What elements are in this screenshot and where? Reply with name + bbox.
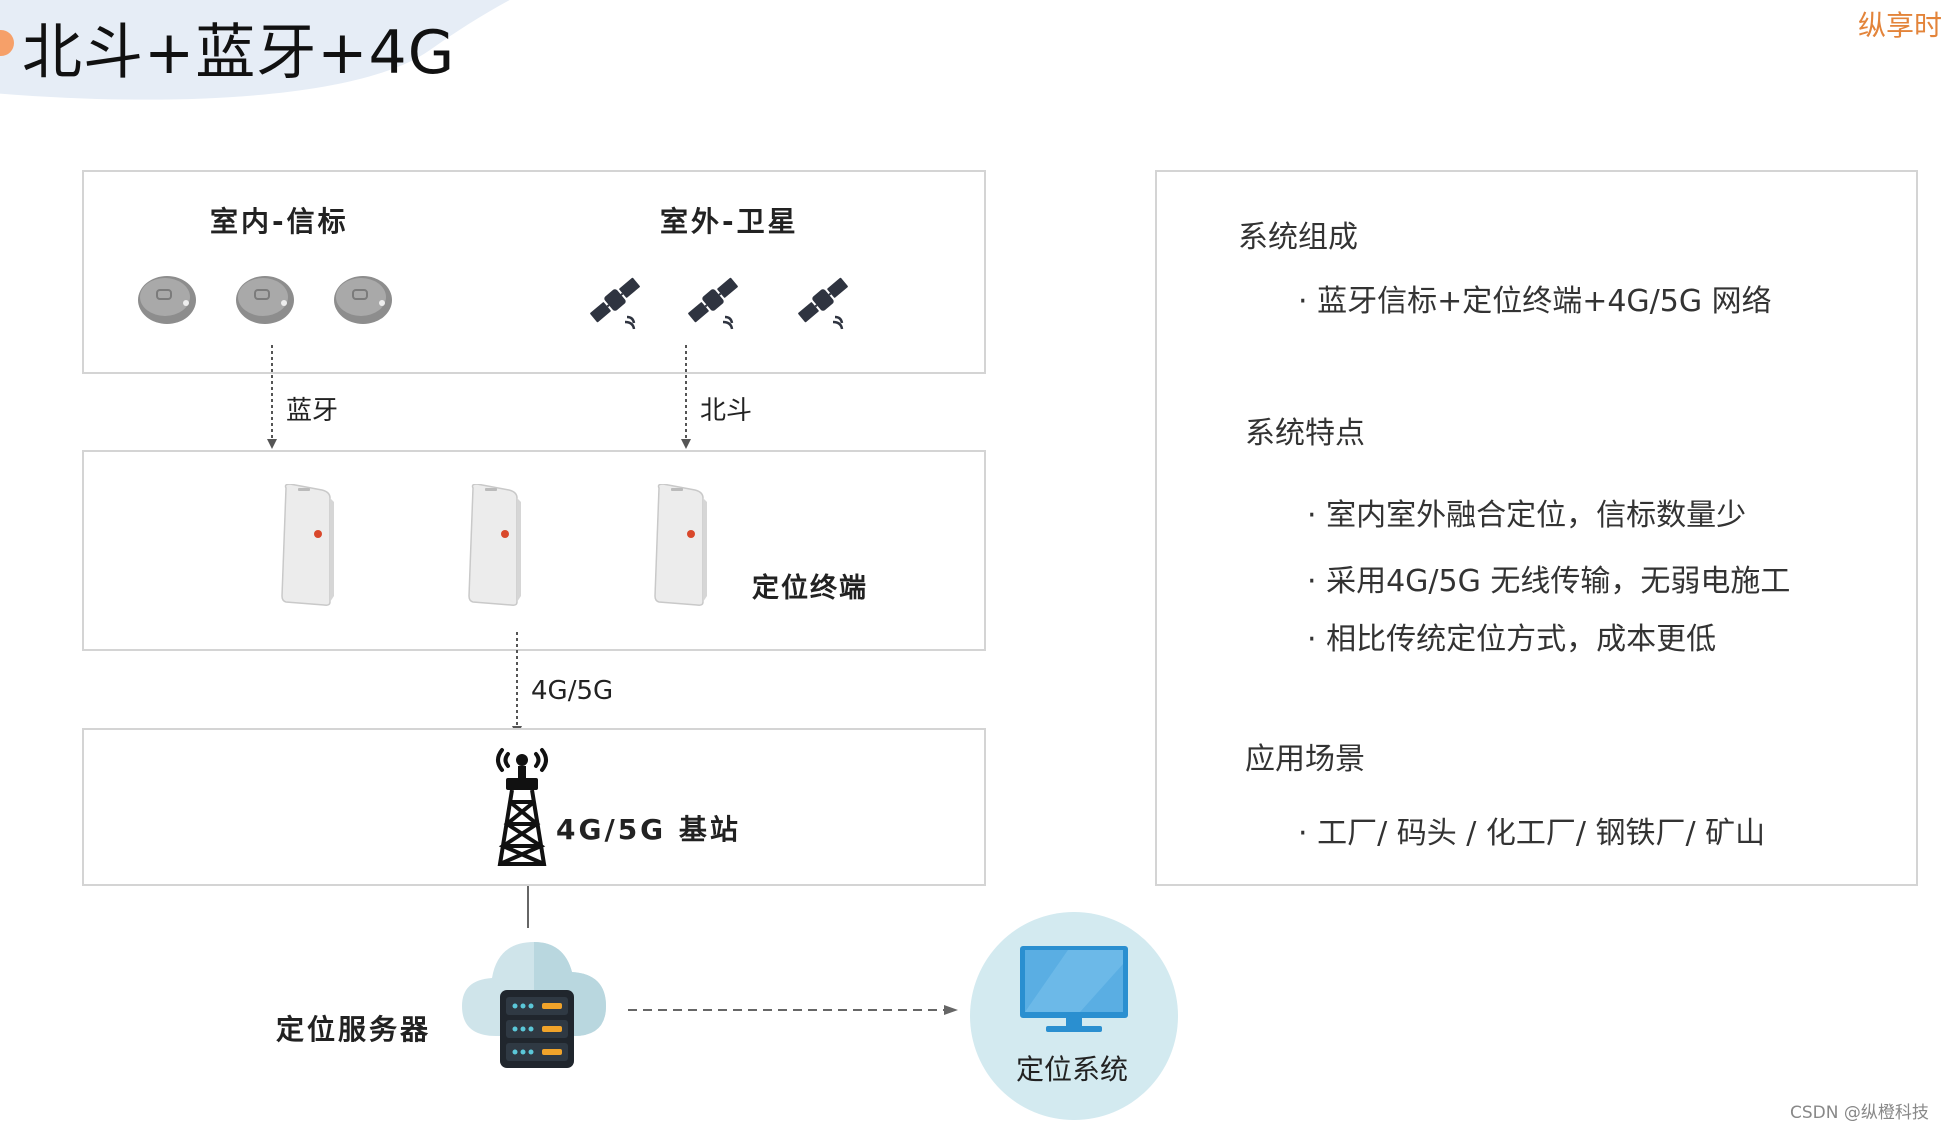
brand-text: 纵享时 <box>1858 9 1942 42</box>
beidou-label: 北斗 <box>700 396 753 426</box>
csdn-watermark: CSDN @纵橙科技 <box>1790 1103 1929 1123</box>
outdoor-satellite-label: 室外-卫星 <box>660 205 799 238</box>
server-connector <box>527 886 529 928</box>
terminal-device-icon <box>654 484 707 606</box>
bluetooth-label: 蓝牙 <box>286 396 339 426</box>
terminal-label: 定位终端 <box>752 573 868 604</box>
beacon-icon <box>236 276 294 324</box>
scenes-item: · 工厂/ 码头 / 化工厂/ 钢铁厂/ 矿山 <box>1298 816 1766 851</box>
terminal-box <box>82 450 986 651</box>
base-station-label: 4G/5G 基站 <box>556 813 741 846</box>
features-item: · 室内室外融合定位，信标数量少 <box>1307 498 1747 533</box>
terminal-device-icon <box>468 484 521 606</box>
network-label: 4G/5G <box>531 676 614 706</box>
system-arrow <box>628 1005 958 1015</box>
page-title: 北斗+蓝牙+4G <box>22 18 456 88</box>
indoor-beacon-label: 室内-信标 <box>210 205 349 238</box>
satellite-icon <box>688 277 738 330</box>
title-bullet <box>0 30 14 56</box>
features-item: · 采用4G/5G 无线传输，无弱电施工 <box>1307 564 1791 599</box>
signal-sources-box <box>82 170 986 374</box>
server-icon <box>500 990 574 1068</box>
composition-title: 系统组成 <box>1238 220 1358 255</box>
beacon-icon <box>334 276 392 324</box>
system-label: 定位系统 <box>1016 1053 1129 1086</box>
monitor-icon <box>1020 946 1128 1032</box>
title-background <box>0 0 510 100</box>
features-item: · 相比传统定位方式，成本更低 <box>1307 622 1717 657</box>
satellite-icon <box>590 277 640 330</box>
features-title: 系统特点 <box>1245 416 1365 451</box>
beacon-icon <box>138 276 196 324</box>
bluetooth-arrow <box>267 345 277 449</box>
network-arrow <box>512 632 522 736</box>
beidou-arrow <box>681 345 691 449</box>
terminal-device-icon <box>281 484 334 606</box>
info-panel <box>1155 170 1918 886</box>
cell-tower-icon <box>496 748 548 866</box>
server-label: 定位服务器 <box>276 1013 432 1046</box>
composition-item: · 蓝牙信标+定位终端+4G/5G 网络 <box>1298 284 1772 319</box>
scenes-title: 应用场景 <box>1245 742 1365 777</box>
satellite-icon <box>798 277 848 330</box>
